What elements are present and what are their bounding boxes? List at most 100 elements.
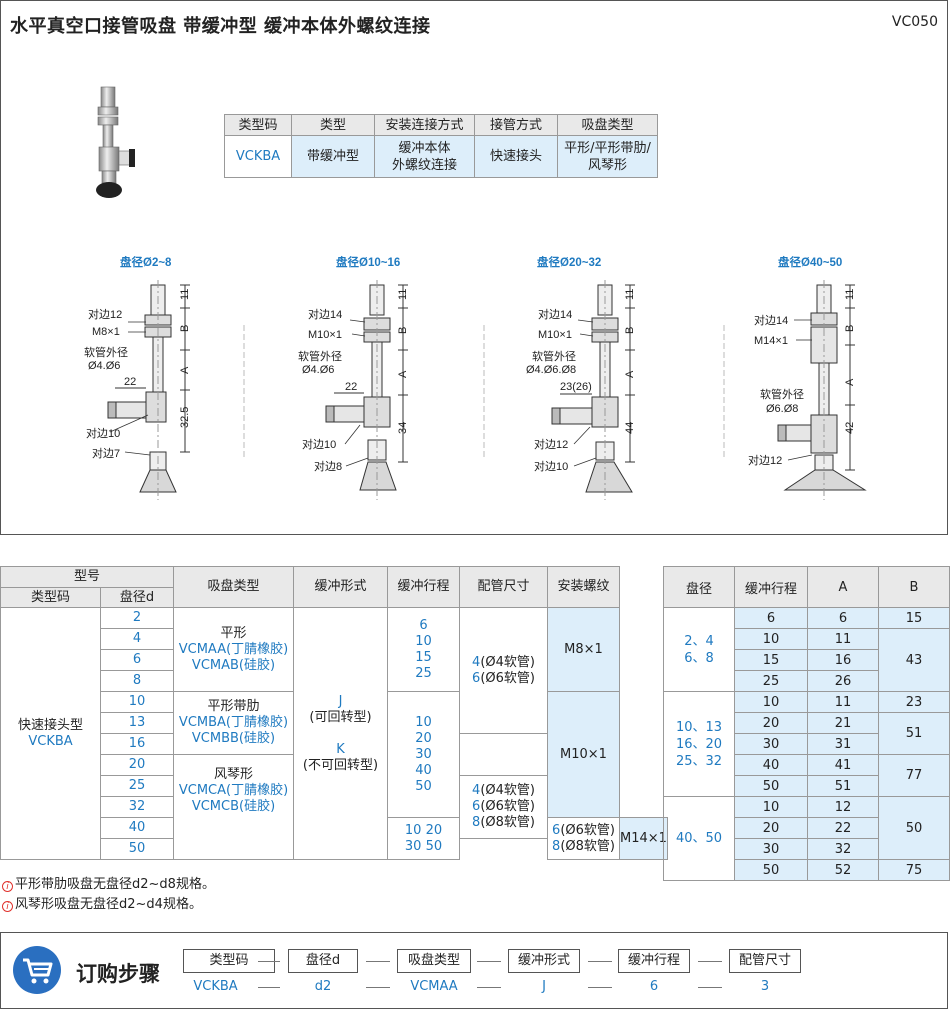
size-a: 11 [807,691,879,713]
type-code-cell: VCKBA [224,135,292,178]
d4-dim-a: A [844,378,856,386]
pipe-cell-2: 4(Ø4软管)6(Ø6软管)8(Ø8软管) [459,775,548,839]
pipe-1-b: 6 [472,670,481,686]
d1-label-2: 软管外径 [84,345,128,359]
drawing-3 [551,280,635,500]
dia-cell: 20 [100,754,174,776]
size-a: 6 [807,607,879,629]
d3-dim-b: B [624,327,636,334]
dia-cell: 32 [100,796,174,818]
pad-bellows-si: VCMCB(硅胶) [191,799,276,814]
pad-bellows-name: 风琴形 [213,767,253,782]
size-stroke: 6 [734,607,808,629]
type-table: 类型码 类型 安装连接方式 接管方式 吸盘类型 VCKBA 带缓冲型 缓冲本体外… [224,114,658,178]
stroke-1-0: 6 [419,617,428,633]
drawing-2 [325,280,408,500]
divider [698,961,722,962]
pad-rib-name: 平形带肋 [207,699,260,714]
d4-label-1: M14×1 [754,335,788,347]
pipe-3-b-t: (Ø8软管) [560,838,615,854]
size-h-dia: 盘径 [663,566,735,608]
shopping-cart-icon [13,946,61,994]
stroke-2-2: 30 [415,746,432,762]
d2-label-4: 22 [345,381,357,393]
d2-label-1: M10×1 [308,329,342,341]
note-1-text: 平形带肋吸盘无盘径d2~d8规格。 [15,877,215,892]
size-b: 51 [878,712,950,755]
size-a: 31 [807,733,879,755]
size-stroke: 20 [734,817,808,839]
d3-label-6: 对边10 [534,459,568,473]
stroke-3-l2: 30 50 [404,838,443,854]
dia-cell: 13 [100,712,174,734]
d3-dim-11: 11 [624,289,636,300]
dia-cell: 10 [100,691,174,713]
d2-label-3: Ø4.Ø6 [302,364,334,376]
d1-dim-11: 11 [179,289,191,300]
d1-label-0: 对边12 [88,307,122,321]
divider [477,961,501,962]
size-stroke: 15 [734,649,808,671]
d4-label-4: 对边12 [748,453,782,467]
type-header-pipe: 接管方式 [474,114,558,136]
pad-bellows-nbr: VCMCA(丁腈橡胶) [178,783,289,798]
stroke-2-4: 50 [415,778,432,794]
drawing-1-title: 盘径Ø2~8 [120,255,172,269]
pad-flat-si: VCMAB(硅胶) [191,657,276,673]
dia-cell: 16 [100,733,174,755]
pipe-2-c-t: (Ø8软管) [480,815,535,830]
info-icon: i [2,901,13,912]
size-a: 12 [807,796,879,818]
order-field-padtype: 吸盘类型 [397,949,471,973]
pad-line-1: 平形/平形带肋/ [564,140,651,156]
stroke-2-0: 10 [415,714,432,730]
dia-cell: 50 [100,838,174,860]
stroke-3-l1: 10 20 [404,822,443,838]
type-header-type: 类型 [291,114,375,136]
buffer-j-desc: (可回转型) [309,709,372,725]
pipe-3-a: 6 [552,822,561,838]
size-b: 77 [878,754,950,797]
d3-label-5: 对边12 [534,437,568,451]
pipe-2-b-t: (Ø6软管) [480,799,535,814]
dia-cell: 2 [100,607,174,629]
d2-label-2: 软管外径 [298,349,342,363]
d1-label-3: Ø4.Ø6 [88,360,120,372]
drawing-3-title: 盘径Ø20~32 [537,255,601,269]
order-field-pipe: 配管尺寸 [729,949,801,973]
size-stroke: 10 [734,628,808,650]
pipe-cell: 快速接头 [474,135,558,178]
stroke-1-1: 10 [415,633,432,649]
drawing-4 [777,280,867,500]
size-stroke: 20 [734,712,808,734]
d4-label-3: Ø6.Ø8 [766,403,798,415]
product-photo [96,86,135,198]
d3-dim-len: 44 [624,422,636,434]
size-stroke: 10 [734,796,808,818]
divider [588,961,612,962]
d3-dim-a: A [624,370,636,378]
h-buffer-form: 缓冲形式 [293,566,388,608]
h-dia: 盘径d [100,587,174,608]
product-frame [0,0,948,535]
type-header-code: 类型码 [224,114,292,136]
size-b: 43 [878,628,950,692]
h-model: 型号 [0,566,174,588]
mount-line-1: 缓冲本体 [398,140,451,156]
pipe-1-a-t: (Ø4软管) [480,654,535,670]
d3-label-2: 软管外径 [532,349,576,363]
thread-cell-2: M10×1 [547,691,620,818]
dia-cell: 8 [100,670,174,692]
divider [366,987,390,988]
pipe-2-a-t: (Ø4软管) [480,783,535,798]
h-thread: 安装螺纹 [547,566,620,608]
size-stroke: 10 [734,691,808,713]
dia-cell: 25 [100,775,174,797]
stroke-2-1: 20 [415,730,432,746]
order-value-pipe: 3 [760,979,770,994]
order-value-typecode: VCKBA [193,979,238,994]
buffer-k-desc: (不可回转型) [302,757,379,773]
